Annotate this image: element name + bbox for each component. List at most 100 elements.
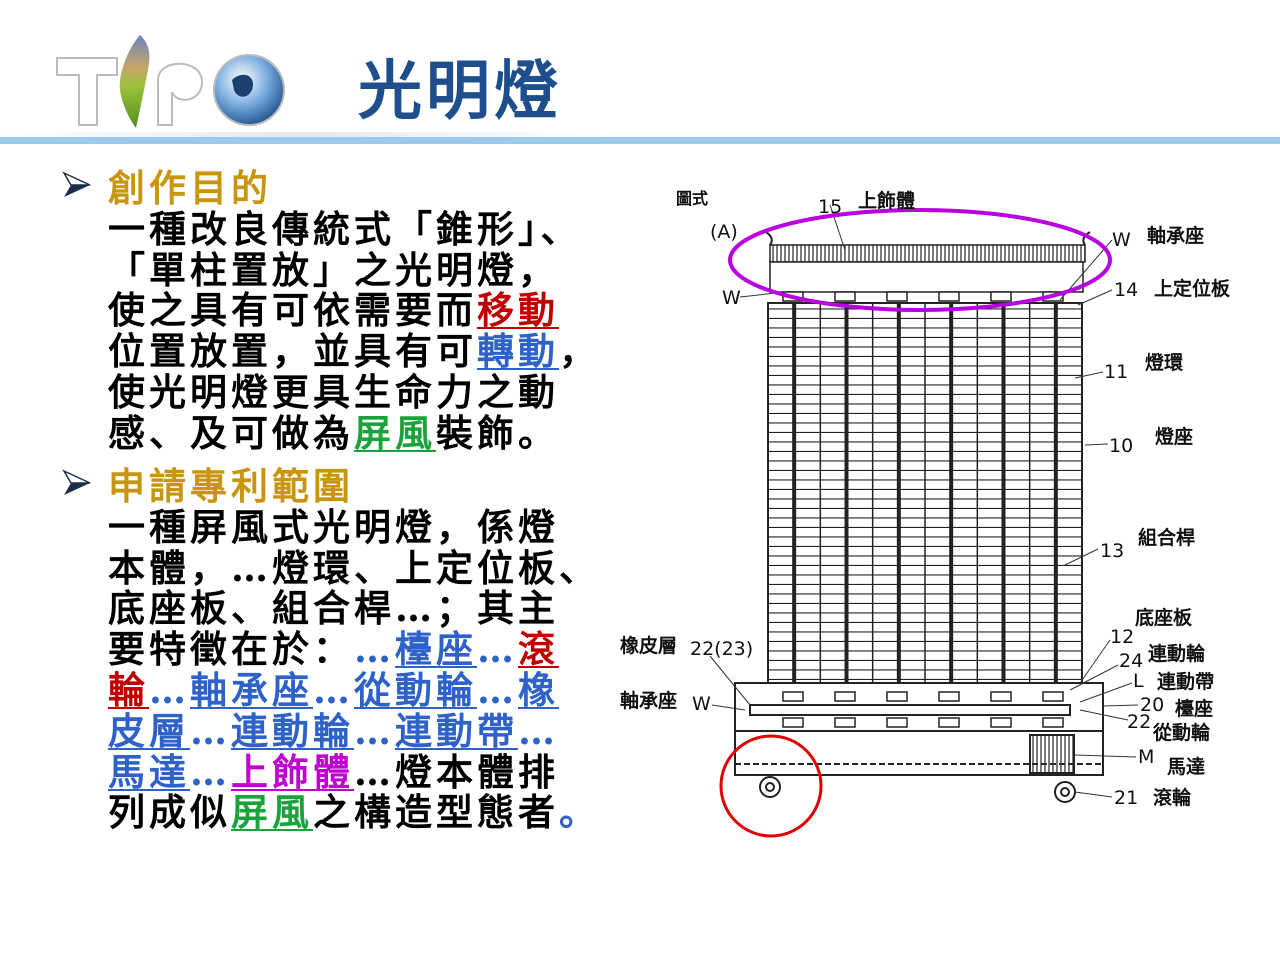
bearing (938, 291, 960, 302)
label-bearing-seat: 軸承座 (1147, 225, 1205, 247)
highlighted-term: 連動帶 (395, 708, 518, 753)
highlighted-term: 滾 (518, 627, 559, 672)
bearing (1042, 691, 1064, 702)
section-body: 一種改良傳統式「錐形」、「單柱置放」之光明燈，使之具有可依需要而移動位置放置，並… (108, 206, 600, 455)
label-driven-wheel: 從動輪 (1153, 722, 1211, 744)
bearing (886, 291, 908, 302)
highlighted-term: 軸承座 (190, 667, 313, 712)
highlighted-term: 轉動 (477, 329, 559, 374)
ref-11: 11 (1104, 361, 1129, 383)
label-rod: 組合桿 (1138, 527, 1196, 549)
label-stand: 檯座 (1175, 698, 1214, 720)
bearing (990, 691, 1012, 702)
highlighted-term: 馬達 (108, 749, 190, 794)
label-bearing-seat-bottom: 軸承座 (620, 690, 678, 712)
highlighted-term: 屏風 (354, 410, 436, 455)
text-line: 本體，…燈環、上定位板、 (108, 545, 600, 590)
section-body: 一種屏風式光明燈，係燈本體，…燈環、上定位板、底座板、組合桿…；其主要特徵在於：… (108, 504, 600, 833)
label-link-belt: 連動帶 (1157, 671, 1215, 693)
ref-22-23: 22(23) (690, 638, 754, 660)
section-claims: 申請專利範圍 一種屏風式光明燈，係燈本體，…燈環、上定位板、底座板、組合桿…；其… (108, 466, 600, 833)
text-line: 要特徵在於：…檯座…滾 (108, 629, 600, 670)
text-segment: 之構造型態者 (313, 790, 559, 835)
text-segment: 裝飾。 (436, 410, 559, 455)
label-link-wheel: 連動輪 (1148, 643, 1206, 665)
text-segment: 。 (559, 790, 600, 835)
text-segment: 一種改良傳統式「錐形」、 (108, 206, 582, 251)
highlighted-term: 移動 (477, 288, 559, 333)
text-segment: 要特徵在於： (108, 627, 354, 672)
label-lamp-seat: 燈座 (1155, 426, 1194, 448)
ref-10: 10 (1109, 435, 1134, 457)
view-label: (A) (710, 221, 738, 243)
text-segment: 使之具有可依需要而 (108, 288, 477, 333)
bearing (834, 717, 856, 728)
lamp-body (767, 302, 1083, 684)
leader-lines (709, 204, 1139, 798)
ref-w: W (692, 693, 711, 715)
label-lamp-ring: 燈環 (1145, 352, 1184, 374)
section-heading: 創作目的 (108, 166, 272, 210)
ref-l: L (1133, 670, 1144, 692)
bearing (938, 717, 960, 728)
text-line: 「單柱置放」之光明燈， (108, 247, 600, 292)
arrow-bullet-icon (62, 469, 91, 495)
text-segment: ， (559, 329, 600, 374)
header-shadow (0, 132, 600, 137)
text-segment: … (190, 708, 231, 753)
highlighted-term: 檯座 (395, 627, 477, 672)
text-line: 位置放置，並具有可轉動， (108, 331, 600, 372)
ref-14: 14 (1114, 279, 1139, 301)
base-box (734, 682, 1104, 776)
bearing (782, 717, 804, 728)
label-base-plate: 底座板 (1135, 607, 1193, 629)
ref-w: W (722, 287, 741, 309)
header-divider (0, 137, 1280, 144)
text-segment: … (354, 627, 395, 672)
text-line: 使光明燈更具生命力之動 (108, 372, 600, 413)
highlighted-term: 皮層 (108, 708, 190, 753)
text-line: 輪…軸承座…從動輪…橡 (108, 670, 600, 711)
text-segment: … (354, 708, 395, 753)
text-segment: 使光明燈更具生命力之動 (108, 369, 559, 414)
text-segment: … (477, 667, 518, 712)
label-roller: 滾輪 (1153, 787, 1192, 809)
ref-15: 15 (818, 196, 843, 218)
top-decoration (765, 231, 1091, 302)
text-line: 列成似屏風之構造型態者。 (108, 792, 600, 833)
text-segment: 一種屏風式光明燈，係燈 (108, 504, 559, 549)
text-segment: … (190, 749, 231, 794)
highlighted-term: 屏風 (231, 790, 313, 835)
label-motor: 馬達 (1167, 756, 1206, 778)
highlighted-term: 從動輪 (354, 667, 477, 712)
text-segment: … (518, 708, 559, 753)
ref-w: W (1112, 229, 1131, 251)
text-segment: 「單柱置放」之光明燈， (108, 247, 559, 292)
text-segment: … (477, 627, 518, 672)
label-rubber-layer: 橡皮層 (620, 635, 678, 657)
text-segment: 底座板、組合桿…；其主 (108, 586, 559, 631)
text-line: 感、及可做為屏風裝飾。 (108, 410, 600, 455)
text-segment: 感、及可做為 (108, 410, 354, 455)
ref-20: 20 (1140, 694, 1165, 716)
label-top-decoration: 上飾體 (858, 190, 916, 212)
section-heading: 申請專利範圍 (108, 464, 354, 508)
ref-12: 12 (1110, 626, 1135, 648)
bearing (1042, 717, 1064, 728)
text-segment: 位置放置，並具有可 (108, 329, 477, 374)
ref-21: 21 (1114, 787, 1139, 809)
text-segment: 列成似 (108, 790, 231, 835)
highlighted-term: 橡 (518, 667, 559, 712)
text-line: 一種屏風式光明燈，係燈 (108, 504, 600, 549)
highlight-ellipse-top-decoration (728, 208, 1112, 312)
section-purpose: 創作目的 一種改良傳統式「錐形」、「單柱置放」之光明燈，使之具有可依需要而移動位… (108, 168, 600, 454)
text-segment: 本體，…燈環、上定位板、 (108, 545, 600, 590)
bearing (990, 717, 1012, 728)
bearing (886, 691, 908, 702)
bearing (886, 717, 908, 728)
text-segment: …燈本體排 (354, 749, 559, 794)
bearing (834, 691, 856, 702)
label-upper-plate: 上定位板 (1154, 278, 1231, 300)
bearing (990, 291, 1012, 302)
